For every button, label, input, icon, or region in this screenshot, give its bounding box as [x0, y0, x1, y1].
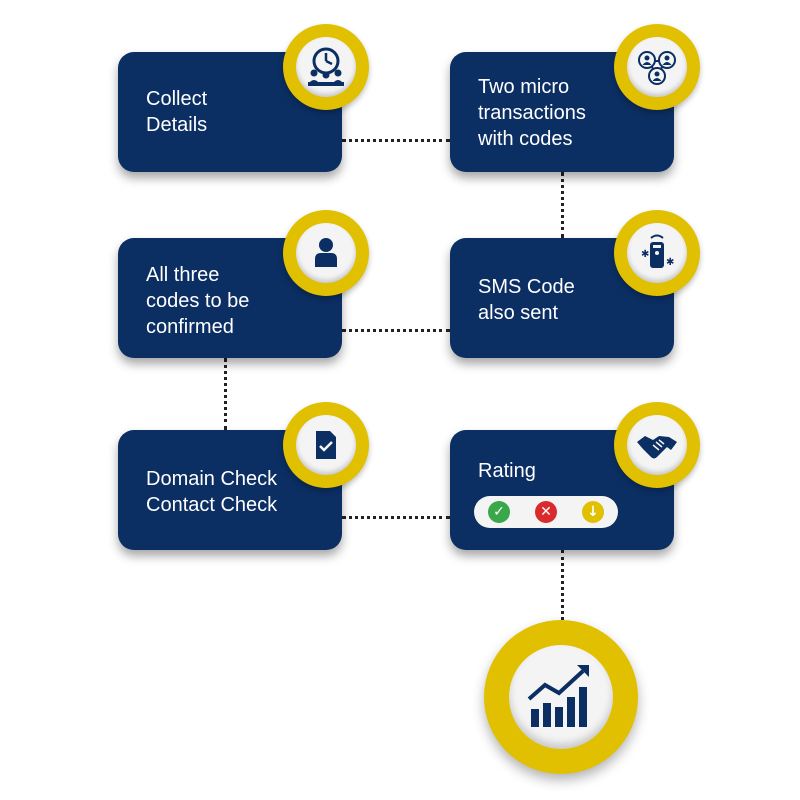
connector-sms-confirm — [342, 329, 450, 332]
svg-text:✱: ✱ — [666, 257, 674, 268]
person-icon — [283, 210, 369, 296]
connector-confirm-domain — [224, 358, 227, 430]
step-all-codes-confirmed: All three codes to be confirmed — [118, 238, 342, 358]
step-label: Rating — [478, 460, 536, 482]
connector-collect-micro — [342, 139, 450, 142]
connector-domain-rating — [342, 516, 450, 519]
connector-micro-sms — [561, 172, 564, 238]
step-label: Collect Details — [146, 88, 208, 136]
connector-rating-final — [561, 550, 564, 620]
phone-remote-icon: ✱ ✱ — [614, 210, 700, 296]
step-micro-transactions: Two micro transactions with codes — [450, 52, 674, 172]
rating-indicators: ✓ ✕ ↓ — [474, 496, 618, 528]
step-sms-code: SMS Code also sent — [450, 238, 674, 358]
step-label: Domain Check Contact Check — [146, 468, 278, 516]
check-icon: ✓ — [488, 501, 510, 523]
people-network-icon — [614, 24, 700, 110]
down-arrow-icon: ↓ — [582, 501, 604, 523]
cross-icon: ✕ — [535, 501, 557, 523]
document-check-icon — [283, 402, 369, 488]
meeting-clock-icon — [283, 24, 369, 110]
svg-text:✱: ✱ — [641, 249, 649, 260]
step-label: SMS Code also sent — [478, 276, 575, 324]
growth-chart-icon — [484, 620, 638, 774]
step-label: All three codes to be confirmed — [146, 264, 250, 338]
step-label: Two micro transactions with codes — [478, 76, 586, 150]
handshake-icon — [614, 402, 700, 488]
